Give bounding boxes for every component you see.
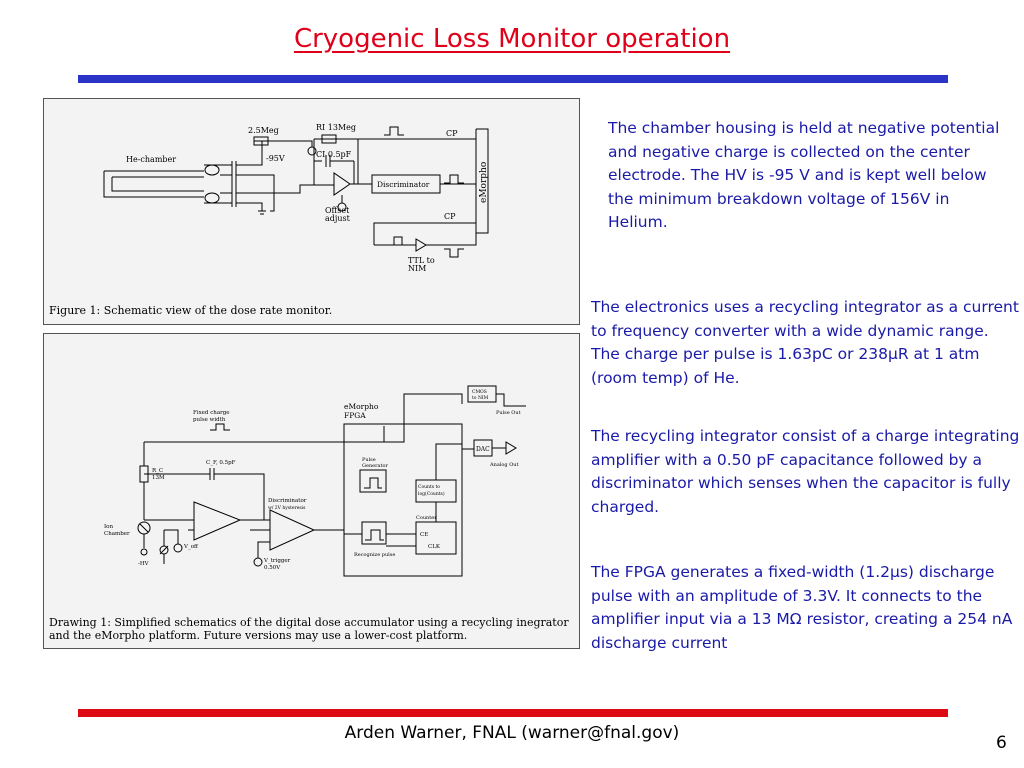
recognize-pulse-label: Recognize pulse	[354, 552, 395, 558]
slide-title: Cryogenic Loss Monitor operation	[293, 24, 731, 54]
ion-label: Ion	[104, 524, 113, 530]
figure-2-caption: Drawing 1: Simplified schematics of the …	[49, 616, 569, 642]
log-counts-label: log(Counts)	[418, 490, 445, 497]
top-divider	[78, 75, 948, 83]
cp-bottom-label: CP	[444, 212, 456, 221]
to-nim-label: to NIM	[472, 395, 489, 401]
footer-author: Arden Warner, FNAL (warner@fnal.gov)	[344, 723, 680, 743]
dac-label: DAC	[476, 446, 490, 453]
figure-1-schematic: 2.5Meg He-chamber -95V RI 13Meg CI 0.5pF…	[43, 98, 580, 325]
discriminator-label: Discriminator	[377, 180, 430, 189]
clk-label: CLK	[428, 544, 441, 550]
voff-label: V_off	[183, 544, 199, 550]
figure-1-caption: Figure 1: Schematic view of the dose rat…	[49, 304, 333, 317]
res-top-label: 2.5Meg	[248, 126, 279, 135]
nim-label: NIM	[408, 264, 426, 273]
paragraph-electronics: The electronics uses a recycling integra…	[591, 298, 1019, 387]
offset-label: Offset	[325, 206, 350, 215]
rc-value-label: 13M	[152, 475, 165, 481]
vtrigger-value-label: 0.50V	[264, 565, 281, 571]
cp-top-label: CP	[446, 129, 458, 138]
counts-to-label: Counts to	[418, 484, 440, 490]
paragraph-chamber-housing: The chamber housing is held at negative …	[608, 119, 1000, 231]
pulse-label: Pulse	[362, 457, 376, 463]
cmos-label: CMOS	[472, 389, 487, 395]
figure-1-diagram: 2.5Meg He-chamber -95V RI 13Meg CI 0.5pF…	[103, 123, 489, 273]
hv-label-2: -HV	[138, 561, 150, 567]
vtrigger-label: V_trigger	[263, 558, 291, 564]
counter-label: Counter	[416, 515, 437, 521]
analog-out-label: Analog Out	[489, 462, 519, 468]
ri-label: RI 13Meg	[316, 123, 356, 132]
fpga-label: FPGA	[344, 411, 366, 420]
adjust-label: adjust	[325, 214, 351, 223]
emorpho-label-2: eMorpho	[344, 402, 379, 411]
he-chamber-label: He-chamber	[126, 155, 176, 164]
hv-label: -95V	[266, 154, 285, 163]
rc-label: R_C	[152, 468, 163, 474]
chamber-label: Chamber	[104, 531, 130, 537]
ce-label: CE	[420, 532, 428, 538]
figure-2-diagram: Fixed charge pulse width eMorpho FPGA CM…	[104, 385, 526, 577]
ttl-label: TTL to	[408, 256, 435, 265]
disc-label-2: w/ 2V hysteresis	[268, 505, 306, 511]
fixed-charge-label: Fixed charge	[193, 410, 230, 416]
page-number: 6	[996, 733, 1007, 753]
emorpho-label: eMorpho	[479, 162, 489, 203]
cf-label: C_F, 0.5pF	[206, 460, 236, 466]
pulse-width-label: pulse width	[193, 417, 226, 423]
generator-label: Generator	[362, 463, 389, 469]
bottom-divider	[78, 709, 948, 717]
disc-label-1: Discriminator	[268, 498, 307, 504]
paragraph-fpga: The FPGA generates a fixed-width (1.2μs)…	[591, 563, 1013, 652]
paragraph-recycling-integrator: The recycling integrator consist of a ch…	[591, 427, 1020, 516]
figure-2-schematic: Fixed charge pulse width eMorpho FPGA CM…	[43, 333, 580, 649]
ci-label: CI 0.5pF	[316, 150, 352, 159]
pulse-out-label: Pulse Out	[496, 410, 521, 416]
